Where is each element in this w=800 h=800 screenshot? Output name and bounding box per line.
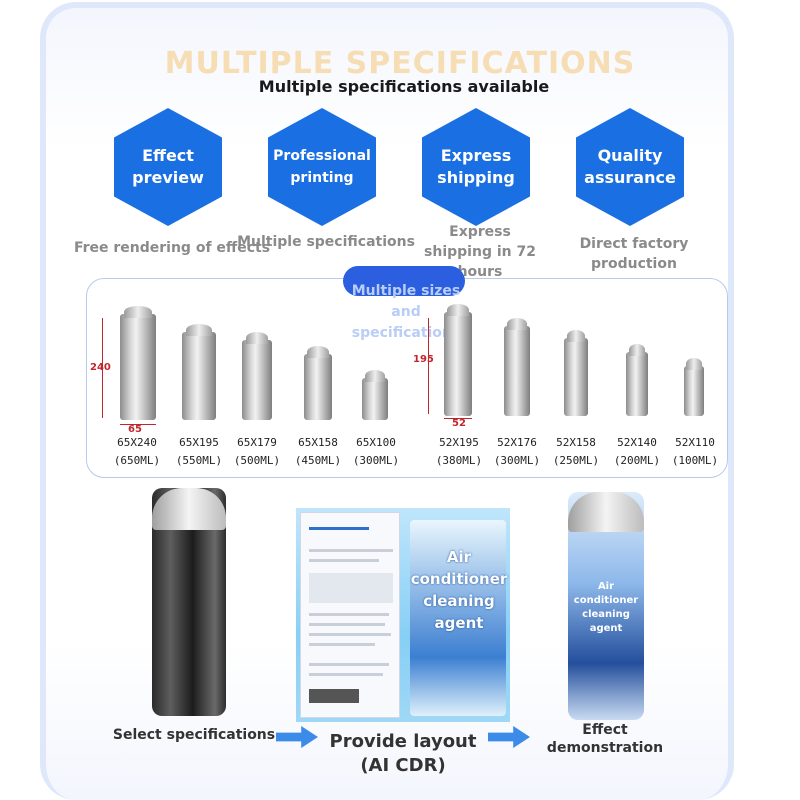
product-can-cap	[568, 492, 644, 532]
hexagon-icon: Professional printing	[268, 108, 376, 226]
size-label: 52X110(100ML)	[671, 436, 719, 467]
hexagon-icon: Effect preview	[114, 108, 222, 226]
feature-label: Express shipping	[437, 146, 515, 187]
height-dim: 240	[90, 362, 111, 373]
can-65x240	[120, 306, 156, 420]
size-label: 65X158(450ML)	[294, 436, 342, 467]
width-dim: 65	[128, 424, 142, 435]
can-65x195	[182, 324, 216, 420]
size-label: 65X100(300ML)	[352, 436, 400, 467]
height-dim-line	[102, 318, 103, 418]
can-52x110	[684, 358, 704, 416]
hexagon-icon: Quality assurance	[576, 108, 684, 226]
layout-sheet-right-panel	[410, 520, 506, 716]
height-dim: 195	[413, 354, 434, 365]
feature-desc: Multiple specifications	[237, 234, 415, 250]
feature-desc: Express shipping in 72 hours	[424, 224, 536, 280]
feature-effect-preview: Effect preview Free rendering of effects	[72, 108, 272, 278]
feature-label: Professional printing	[273, 148, 371, 186]
width-dim-line	[444, 418, 472, 419]
can-52x158	[564, 330, 588, 416]
layout-sheet-left-panel	[300, 512, 400, 718]
layout-product-name: Air conditioner cleaning agent	[410, 548, 508, 632]
feature-desc: Direct factory production	[579, 236, 689, 272]
sizes-badge-text: Multiple sizes and specifications	[351, 283, 461, 341]
feature-label: Quality assurance	[584, 146, 676, 187]
size-label: 52X176(300ML)	[493, 436, 541, 467]
page-title: MULTIPLE SPECIFICATIONS	[164, 46, 636, 81]
feature-label: Effect preview	[132, 146, 204, 187]
size-label: 52X140(200ML)	[613, 436, 661, 467]
width-dim-line	[120, 424, 156, 425]
width-dim: 52	[452, 418, 466, 429]
can-52x140	[626, 344, 648, 416]
size-label: 65X179(500ML)	[233, 436, 281, 467]
height-dim-line	[428, 318, 429, 414]
can-52x176	[504, 318, 530, 416]
step-select-specifications: Select specifications	[112, 727, 276, 743]
feature-desc: Free rendering of effects	[73, 240, 271, 256]
can-65x179	[242, 332, 272, 420]
size-label: 65X240(650ML)	[113, 436, 161, 467]
step-effect-demonstration: Effect demonstration	[546, 722, 664, 756]
hexagon-icon: Express shipping	[422, 108, 530, 226]
step-provide-layout: Provide layout (AI CDR)	[329, 731, 477, 776]
can-65x158	[304, 346, 332, 420]
feature-professional-printing: Professional printing Multiple specifica…	[226, 108, 426, 278]
sizes-badge	[343, 266, 465, 296]
feature-quality-assurance: Quality assurance Direct factory product…	[534, 108, 734, 278]
size-label: 52X195(380ML)	[435, 436, 483, 467]
size-label: 65X195(550ML)	[175, 436, 223, 467]
blank-can-cap	[152, 488, 226, 530]
size-label: 52X158(250ML)	[552, 436, 600, 467]
can-52x195	[444, 304, 472, 416]
feature-express-shipping: Express shipping Express shipping in 72 …	[380, 108, 580, 280]
can-65x100	[362, 370, 388, 420]
product-can-name: Air conditioner cleaning agent	[573, 581, 639, 634]
page-subtitle: Multiple specifications available	[258, 77, 550, 96]
